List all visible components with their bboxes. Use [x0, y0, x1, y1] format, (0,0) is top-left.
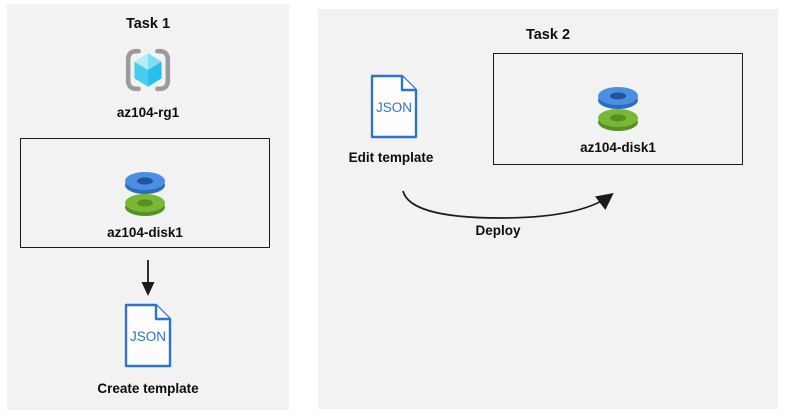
json-file-icon: JSON [123, 303, 173, 368]
task1-title: Task 1 [125, 16, 171, 32]
resource-group-label: az104-rg1 [116, 105, 180, 120]
json-icon-text: JSON [130, 329, 166, 344]
task1-panel: Task 1 az104-rg1 [7, 4, 289, 410]
task1-disk-box: az104-disk1 [20, 138, 270, 248]
disk-label: az104-disk1 [107, 225, 183, 240]
json-icon-text: JSON [376, 100, 412, 115]
disk-icon [121, 169, 169, 217]
deploy-arrow-icon [402, 190, 614, 219]
create-template-label: Create template [97, 381, 199, 396]
task2-disk-box: az104-disk1 [493, 53, 743, 165]
disk-label: az104-disk1 [580, 140, 656, 155]
disk-icon [594, 84, 642, 132]
task2-panel: Task 2 JSON Edit template [318, 9, 778, 409]
resource-group-icon [124, 46, 172, 94]
down-arrow-icon [139, 259, 157, 297]
task2-title: Task 2 [525, 27, 571, 43]
edit-template-label: Edit template [348, 150, 434, 165]
deploy-label: Deploy [475, 223, 521, 238]
json-file-icon: JSON [369, 74, 419, 139]
